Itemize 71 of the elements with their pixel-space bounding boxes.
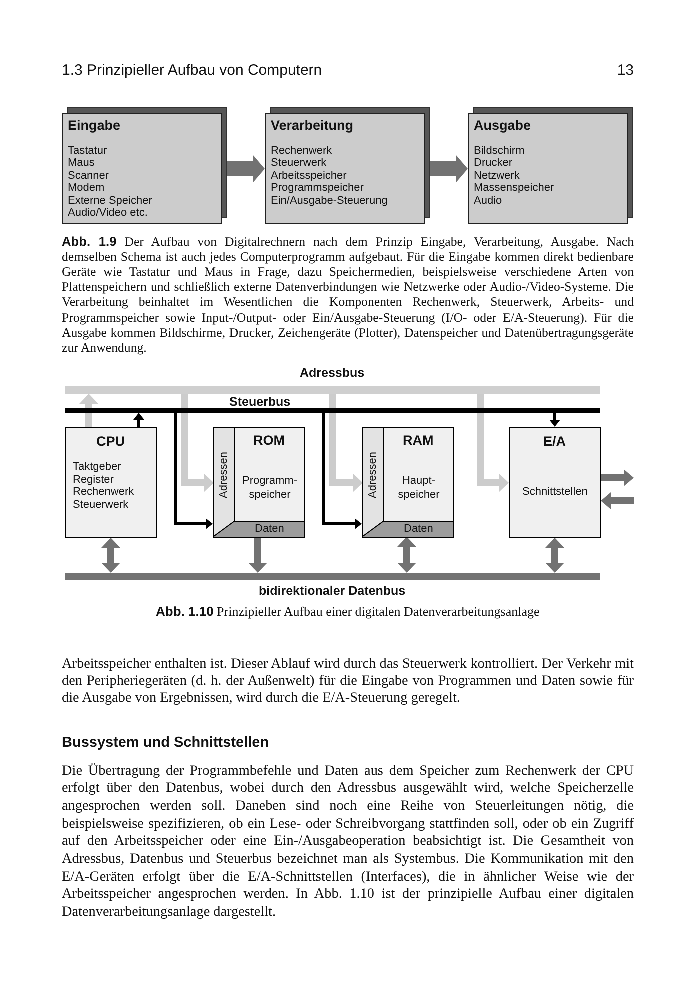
stage-card bbox=[265, 107, 430, 224]
card-item: Tastatur bbox=[68, 145, 108, 157]
arrow bbox=[134, 413, 144, 427]
arrow bbox=[478, 394, 509, 492]
memory-block bbox=[213, 427, 305, 538]
component-title: RAM bbox=[403, 433, 434, 448]
card-item: Scanner bbox=[68, 170, 109, 182]
arrow bbox=[550, 413, 560, 427]
arrow bbox=[248, 537, 268, 573]
data-panel bbox=[214, 521, 304, 537]
card-item: Programmspeicher bbox=[271, 182, 364, 194]
component-box bbox=[65, 427, 157, 538]
card-item: Rechenwerk bbox=[271, 145, 332, 157]
arrow bbox=[80, 394, 98, 427]
arrow bbox=[174, 413, 213, 530]
component-item: Register bbox=[73, 474, 114, 486]
block-arrow bbox=[430, 155, 468, 183]
double-arrow bbox=[102, 538, 120, 573]
figure-caption: Abb. 1.10 Prinzipieller Aufbau einer digitalen Datenverarbeitungsanlage bbox=[156, 604, 540, 619]
component-item: Taktgeber bbox=[73, 461, 122, 473]
card-item: Bildschirm bbox=[474, 145, 525, 157]
address-panel bbox=[363, 428, 384, 537]
section-heading: Bussystem und Schnittstellen bbox=[62, 735, 270, 751]
card-title: Eingabe bbox=[68, 118, 121, 133]
bus-label: bidirektionaler Datenbus bbox=[259, 584, 406, 598]
double-arrow bbox=[546, 538, 564, 573]
card-item: Modem bbox=[68, 182, 105, 194]
component-text: Haupt-speicher bbox=[397, 474, 441, 502]
card-item: Netzwerk bbox=[474, 170, 520, 182]
arrow bbox=[330, 394, 363, 492]
arrow bbox=[601, 492, 634, 510]
card-item: Audio bbox=[474, 194, 502, 207]
panel-label: Daten bbox=[255, 523, 284, 536]
page-number: 13 bbox=[617, 62, 634, 79]
stage-card bbox=[62, 107, 227, 224]
body-paragraph: Arbeitsspeicher enthalten ist. Dieser Ablauf wird durch das Steuerwerk kontrolliert. Der Verkehr mit den Peripheriegeräten (d. h. der Außenwelt) für die Eingabe von Programmen und Daten sowie für die Ausgabe von Ergebnissen, wird durch die E/A-Steuerung geregelt. bbox=[62, 656, 634, 708]
double-arrow bbox=[398, 537, 416, 573]
card-title: Ausgabe bbox=[474, 118, 532, 133]
component-text: Programm-speicher bbox=[241, 474, 298, 502]
arrow bbox=[601, 470, 634, 486]
component-item: Rechenwerk bbox=[73, 486, 134, 498]
stage-card bbox=[468, 107, 633, 224]
address-panel bbox=[214, 428, 235, 537]
card-item: Maus bbox=[68, 157, 95, 170]
card-item: Massenspeicher bbox=[474, 182, 554, 194]
figure-caption: Abb. 1.9 Der Aufbau von Digitalrechnern nach dem Prinzip Eingabe, Verarbeitung, Ausgabe. Nach demselben Schema ist auch jedes Computerprogramm aufgebaut. Für die Eingabe kommen direkt bedienbare Geräte wie Tastatur und Maus in Frage, dazu Speichermedien, beispielsweise verschiedene Arten von Plattenspeichern und schließlich externe Datenverbindungen wie Netzwerke oder Audio-/Video-Systeme. Die Verarbeitung beinhaltet im Wesentlichen die Komponenten Rechenwerk, Steuerwerk, Arbeits- und Programmspeicher sowie Input-/Output- oder Ein/Ausgabe-Steuerung (I/O- oder E/A-Steuerung). Für die Ausgabe kommen Bildschirme, Drucker, Zeichengeräte (Plotter), Datenspeicher und Datenübertragungsgeräte zur Anwendung. bbox=[62, 234, 634, 356]
block-arrow bbox=[227, 155, 265, 183]
component-box bbox=[509, 427, 601, 538]
component-title: CPU bbox=[96, 434, 126, 449]
card-item: Steuerwerk bbox=[271, 157, 327, 170]
bus-label: Adressbus bbox=[300, 366, 365, 380]
data-panel bbox=[363, 521, 453, 537]
running-header: 1.3 Prinzipieller Aufbau von Computern bbox=[62, 62, 322, 79]
body-paragraph: Die Übertragung der Programmbefehle und Daten aus dem Speicher zum Rechenwerk der CPU erfolgt über den Datenbus, wobei durch den Adressbus ausgewählt wird, welche Speicherzelle angesprochen werden soll. Daneben sind noch eine Reihe von Steuerleitungen nötig, die beispielsweise spezifizieren, ob ein Lese- oder Schreibvorgang stattfinden soll, oder ob ein Zugriff auf den Arbeitsspeicher oder eine Ein-/Ausgabeoperation beabsichtigt ist. Die Gesamtheit von Adressbus, Datenbus und Steuerbus bezeichnet man als Systembus. Die Kommunikation mit den E/A-Geräten erfolgt über die E/A-Schnittstellen (Interfaces), die in ähnlicher Weise wie der Arbeitsspeicher angesprochen werden. In Abb. 1.10 ist der prinzipielle Aufbau einer digitalen Datenverarbeitungsanlage dargestellt. bbox=[62, 762, 634, 922]
card-item: Drucker bbox=[474, 157, 513, 170]
panel-label: Adressen bbox=[367, 452, 380, 498]
card-item: Arbeitsspeicher bbox=[271, 170, 347, 182]
card-item: Ein/Ausgabe-Steuerung bbox=[271, 194, 388, 207]
component-item: Steuerwerk bbox=[73, 498, 129, 510]
arrow bbox=[322, 413, 362, 530]
component-title: ROM bbox=[254, 433, 285, 448]
card-item: Externe Speicher bbox=[68, 194, 152, 207]
bus-label: Steuerbus bbox=[230, 395, 291, 409]
component-item: Schnittstellen bbox=[522, 486, 588, 498]
memory-block bbox=[362, 427, 454, 538]
panel-label: Adressen bbox=[218, 452, 231, 498]
card-title: Verarbeitung bbox=[271, 118, 354, 133]
component-title: E/A bbox=[544, 434, 566, 449]
panel-label: Daten bbox=[404, 523, 434, 536]
card-item: Audio/Video etc. bbox=[68, 207, 148, 219]
arrow bbox=[182, 394, 214, 492]
